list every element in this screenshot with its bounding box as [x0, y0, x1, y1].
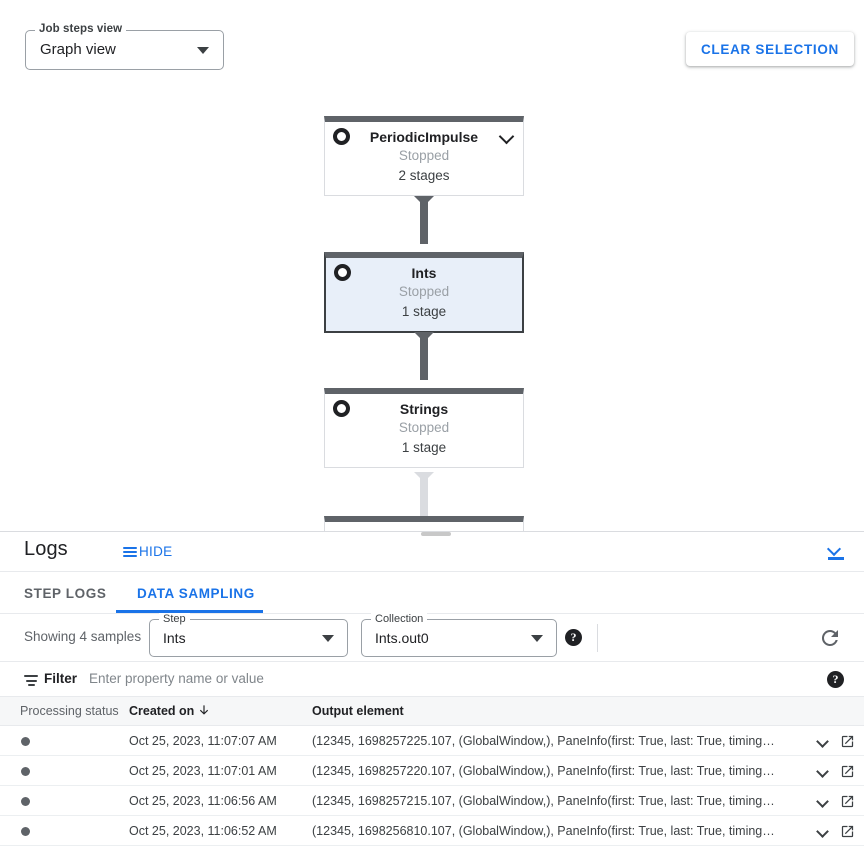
open-in-new-icon[interactable]: [840, 824, 855, 839]
collection-select-label: Collection: [371, 613, 428, 625]
table-row[interactable]: Oct 25, 2023, 11:07:07 AM (12345, 169825…: [0, 726, 864, 756]
filter-label: Filter: [44, 671, 78, 686]
status-dot-icon: [21, 767, 30, 776]
graph-edge: [420, 196, 428, 244]
chevron-down-icon[interactable]: [816, 735, 829, 748]
graph-node-strings[interactable]: Strings Stopped 1 stage: [324, 388, 524, 468]
graph-node-title: PeriodicImpulse: [369, 129, 479, 145]
job-steps-view-label: Job steps view: [35, 23, 127, 35]
panel-resize-handle[interactable]: [421, 532, 451, 536]
job-steps-view-select[interactable]: Job steps view Graph view: [25, 23, 224, 70]
graph-edge: [420, 472, 428, 518]
hide-logs-label: HIDE: [139, 544, 173, 559]
graph-node-title: Ints: [411, 265, 437, 281]
graph-edge-arrow-icon: [414, 472, 434, 482]
refresh-icon[interactable]: [818, 626, 842, 650]
column-header-created-on[interactable]: Created on: [129, 704, 195, 718]
graph-edge-arrow-icon: [414, 332, 434, 342]
job-graph-area: Job steps view Graph view CLEAR SELECTIO…: [0, 0, 864, 532]
graph-node-status: Stopped: [398, 420, 450, 435]
collection-select-value: Ints.out0: [375, 630, 429, 646]
cell-created-on: Oct 25, 2023, 11:07:01 AM: [129, 764, 277, 778]
graph-node-status: Stopped: [398, 148, 450, 163]
graph-node-ints[interactable]: Ints Stopped 1 stage: [324, 252, 524, 333]
job-steps-view-value: Graph view: [40, 41, 116, 58]
chevron-down-icon: [197, 47, 209, 54]
table-row[interactable]: Oct 25, 2023, 11:06:52 AM (12345, 169825…: [0, 816, 864, 846]
step-select[interactable]: Step Ints: [149, 613, 348, 657]
graph-node-stages: 1 stage: [401, 304, 447, 319]
controls-divider: [597, 624, 598, 652]
column-header-processing-status[interactable]: Processing status: [20, 704, 119, 718]
chevron-down-icon[interactable]: [816, 765, 829, 778]
filter-input[interactable]: [87, 670, 787, 687]
tab-data-sampling[interactable]: DATA SAMPLING: [137, 585, 255, 601]
cell-output-element: (12345, 1698257225.107, (GlobalWindow,),…: [312, 734, 775, 748]
cell-output-element: (12345, 1698257215.107, (GlobalWindow,),…: [312, 794, 775, 808]
filter-icon: [24, 675, 38, 689]
stop-status-icon: [333, 128, 350, 145]
table-row[interactable]: Oct 25, 2023, 11:07:01 AM (12345, 169825…: [0, 756, 864, 786]
step-select-label: Step: [159, 613, 190, 625]
samples-table-body: Oct 25, 2023, 11:07:07 AM (12345, 169825…: [0, 726, 864, 846]
open-in-new-icon[interactable]: [840, 764, 855, 779]
cell-created-on: Oct 25, 2023, 11:07:07 AM: [129, 734, 277, 748]
chevron-down-icon[interactable]: [816, 795, 829, 808]
stop-status-icon: [333, 400, 350, 417]
chevron-down-icon: [322, 635, 334, 642]
cell-output-element: (12345, 1698257220.107, (GlobalWindow,),…: [312, 764, 775, 778]
column-header-output-element[interactable]: Output element: [312, 704, 404, 718]
graph-node-partial[interactable]: [324, 516, 524, 532]
stop-status-icon: [334, 264, 351, 281]
logs-panel-title: Logs: [24, 538, 68, 560]
graph-toolbar: Job steps view Graph view CLEAR SELECTIO…: [0, 0, 864, 88]
cell-output-element: (12345, 1698256810.107, (GlobalWindow,),…: [312, 824, 775, 838]
active-tab-underline: [116, 610, 263, 613]
sampling-controls: Showing 4 samples Step Ints Collection I…: [0, 613, 864, 662]
cell-created-on: Oct 25, 2023, 11:06:52 AM: [129, 824, 277, 838]
collection-help-icon[interactable]: ?: [565, 629, 582, 646]
collection-select[interactable]: Collection Ints.out0: [361, 613, 557, 657]
logs-panel: Logs HIDE STEP LOGS DATA SAMPLING Showin…: [0, 531, 864, 856]
samples-table-header: Processing status Created on Output elem…: [0, 697, 864, 726]
graph-node-title: Strings: [399, 401, 449, 417]
filter-help-icon[interactable]: ?: [827, 671, 844, 688]
clear-selection-button[interactable]: CLEAR SELECTION: [685, 32, 854, 66]
list-lines-icon: [123, 546, 137, 557]
tab-step-logs[interactable]: STEP LOGS: [24, 585, 107, 601]
step-select-value: Ints: [163, 630, 186, 646]
sort-descending-icon[interactable]: [197, 702, 211, 718]
showing-samples-text: Showing 4 samples: [24, 629, 142, 644]
open-in-new-icon[interactable]: [840, 794, 855, 809]
cell-created-on: Oct 25, 2023, 11:06:56 AM: [129, 794, 277, 808]
graph-node-status: Stopped: [398, 284, 450, 299]
graph-node-periodicimpulse[interactable]: PeriodicImpulse Stopped 2 stages: [324, 116, 524, 196]
graph-node-stages: 1 stage: [401, 440, 447, 455]
logs-panel-header: Logs HIDE: [0, 532, 864, 572]
collapse-panel-icon[interactable]: [824, 541, 848, 564]
hide-logs-button[interactable]: HIDE: [123, 544, 172, 559]
graph-edge: [420, 332, 428, 380]
graph-node-stages: 2 stages: [398, 168, 450, 183]
logs-tabs: STEP LOGS DATA SAMPLING: [0, 572, 864, 614]
status-dot-icon: [21, 827, 30, 836]
open-in-new-icon[interactable]: [840, 734, 855, 749]
chevron-down-icon: [531, 635, 543, 642]
table-row[interactable]: Oct 25, 2023, 11:06:56 AM (12345, 169825…: [0, 786, 864, 816]
filter-row: Filter ?: [0, 662, 864, 697]
status-dot-icon: [21, 797, 30, 806]
chevron-down-icon[interactable]: [816, 825, 829, 838]
graph-edge-arrow-icon: [414, 196, 434, 206]
status-dot-icon: [21, 737, 30, 746]
